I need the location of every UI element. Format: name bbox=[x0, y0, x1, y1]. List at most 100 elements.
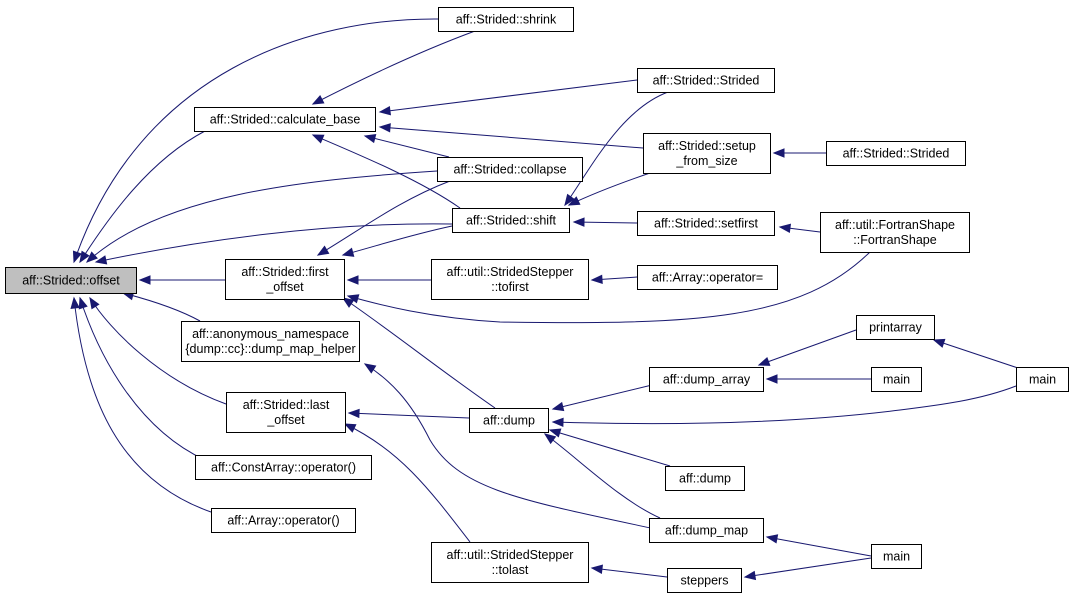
edge-line bbox=[79, 297, 206, 461]
node-dump-map-helper[interactable]: aff::anonymous_namespace{dump::cc}::dump… bbox=[181, 321, 360, 362]
node-label: {dump::cc}::dump_map_helper bbox=[185, 342, 355, 356]
edge-dump-to-last_offset bbox=[347, 408, 470, 419]
arrowhead-icon bbox=[590, 274, 603, 285]
node-box bbox=[211, 508, 356, 533]
node-box bbox=[637, 211, 775, 236]
edge-dump_map-to-dump_map_helper bbox=[363, 363, 661, 531]
edge-collapse-to-first_offset bbox=[316, 180, 451, 256]
node-dump-array[interactable]: aff::dump_array bbox=[649, 367, 764, 392]
edge-strided_ctor1-to-shift bbox=[564, 91, 669, 207]
node-label: main bbox=[883, 550, 910, 564]
node-label: _from_size bbox=[675, 154, 737, 168]
node-setup-from-size[interactable]: aff::Strided::setup_from_size bbox=[643, 133, 771, 174]
edge-dump_map_helper-to-offset bbox=[121, 291, 201, 322]
node-constarray-call[interactable]: aff::ConstArray::operator() bbox=[195, 455, 372, 480]
node-box bbox=[649, 367, 764, 392]
node-label: aff::dump bbox=[679, 472, 731, 486]
node-label: aff::Strided::calculate_base bbox=[210, 113, 361, 127]
edge-collapse-to-offset bbox=[86, 170, 438, 263]
edge-line bbox=[342, 297, 496, 409]
node-last-offset[interactable]: aff::Strided::last_offset bbox=[226, 392, 346, 433]
edge-line bbox=[766, 536, 872, 557]
node-tolast[interactable]: aff::util::StridedStepper::tolast bbox=[431, 542, 589, 583]
edge-line bbox=[347, 251, 871, 324]
node-dump2[interactable]: aff::dump bbox=[665, 466, 745, 491]
node-label: aff::Array::operator() bbox=[227, 514, 339, 528]
node-array-call[interactable]: aff::Array::operator() bbox=[211, 508, 356, 533]
node-label: ::FortranShape bbox=[853, 233, 936, 247]
node-box bbox=[871, 544, 922, 569]
arrowhead-icon bbox=[72, 250, 82, 264]
node-box bbox=[637, 68, 775, 93]
node-label: aff::Strided::Strided bbox=[653, 74, 760, 88]
node-offset[interactable]: aff::Strided::offset bbox=[5, 267, 137, 294]
arrowhead-icon bbox=[743, 570, 757, 581]
edge-line bbox=[342, 225, 453, 256]
node-box bbox=[871, 367, 922, 392]
node-label: steppers bbox=[681, 574, 729, 588]
node-main1[interactable]: main bbox=[871, 367, 922, 392]
node-shift[interactable]: aff::Strided::shift bbox=[452, 208, 570, 233]
node-label: ::tofirst bbox=[491, 280, 529, 294]
node-label: aff::util::FortranShape bbox=[835, 218, 955, 232]
arrowhead-icon bbox=[78, 296, 88, 310]
edge-line bbox=[552, 384, 653, 410]
edges-layer bbox=[70, 18, 1019, 581]
edge-main1-to-dump_array bbox=[765, 374, 871, 384]
node-dump[interactable]: aff::dump bbox=[469, 408, 549, 433]
node-label: ::tolast bbox=[492, 563, 529, 577]
node-strided-ctor2[interactable]: aff::Strided::Strided bbox=[826, 141, 966, 166]
node-main2[interactable]: main bbox=[871, 544, 922, 569]
node-steppers[interactable]: steppers bbox=[667, 568, 742, 593]
node-box bbox=[1016, 367, 1069, 392]
node-label: _offset bbox=[266, 413, 305, 427]
edge-line bbox=[79, 130, 206, 263]
edge-line bbox=[317, 180, 451, 256]
arrowhead-icon bbox=[363, 133, 377, 144]
arrowhead-icon bbox=[341, 247, 355, 257]
edge-main_right-to-dump bbox=[551, 385, 1017, 428]
edge-strided_ctor2-to-setup_from_size bbox=[772, 148, 826, 158]
edge-line bbox=[364, 363, 661, 531]
arrowhead-icon bbox=[765, 534, 779, 544]
node-tofirst[interactable]: aff::util::StridedStepper::tofirst bbox=[431, 259, 589, 300]
node-first-offset[interactable]: aff::Strided::first_offset bbox=[225, 259, 345, 300]
node-box bbox=[431, 259, 589, 300]
edge-setup_from_size-to-shift bbox=[567, 172, 651, 206]
edge-dump-to-first_offset bbox=[341, 297, 496, 409]
node-setfirst[interactable]: aff::Strided::setfirst bbox=[637, 211, 775, 236]
node-label: printarray bbox=[869, 321, 923, 335]
arrowhead-icon bbox=[564, 193, 575, 207]
edge-last_offset-to-offset bbox=[89, 296, 227, 405]
edge-line bbox=[573, 221, 638, 224]
node-printarray[interactable]: printarray bbox=[856, 315, 935, 340]
node-box bbox=[856, 315, 935, 340]
edge-line bbox=[73, 18, 439, 263]
arrowhead-icon bbox=[551, 401, 565, 412]
node-calculate-base[interactable]: aff::Strided::calculate_base bbox=[194, 107, 376, 132]
arrowhead-icon bbox=[378, 106, 392, 116]
node-fortranshape[interactable]: aff::util::FortranShape::FortranShape bbox=[820, 212, 970, 253]
edge-dump2-to-dump bbox=[548, 428, 671, 467]
node-label: aff::util::StridedStepper bbox=[447, 548, 574, 562]
edge-line bbox=[549, 429, 671, 467]
edge-tofirst-to-first_offset bbox=[346, 275, 431, 285]
edge-line bbox=[348, 412, 470, 419]
nodes-layer: aff::Strided::offset aff::Strided::shrink… bbox=[5, 7, 1069, 593]
edge-line bbox=[544, 433, 661, 519]
node-array-assign[interactable]: aff::Array::operator= bbox=[637, 265, 778, 290]
arrowhead-icon bbox=[346, 275, 359, 285]
node-collapse[interactable]: aff::Strided::collapse bbox=[437, 157, 583, 182]
node-main-right[interactable]: main bbox=[1016, 367, 1069, 392]
edge-line bbox=[552, 385, 1017, 425]
node-strided-ctor1[interactable]: aff::Strided::Strided bbox=[637, 68, 775, 93]
node-shrink[interactable]: aff::Strided::shrink bbox=[438, 7, 574, 32]
edge-array_assign-to-tofirst bbox=[590, 274, 638, 285]
node-box bbox=[194, 107, 376, 132]
edge-line bbox=[89, 297, 227, 405]
node-dump-map[interactable]: aff::dump_map bbox=[649, 518, 764, 543]
node-label: aff::Strided::offset bbox=[22, 274, 120, 288]
node-box bbox=[826, 141, 966, 166]
arrowhead-icon bbox=[79, 250, 90, 264]
